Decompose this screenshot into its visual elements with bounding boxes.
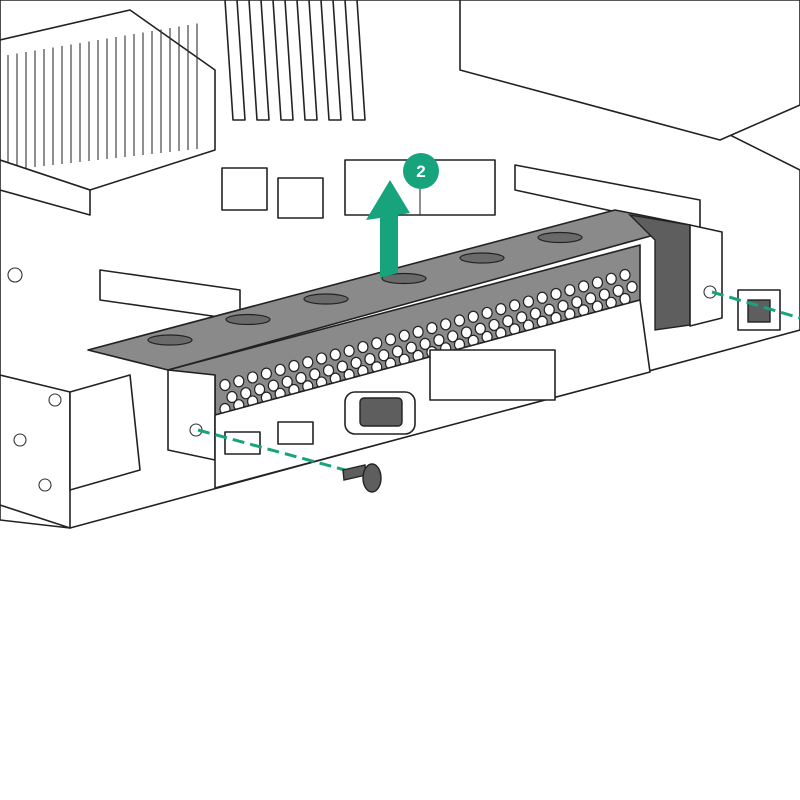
vent-hole <box>543 303 555 316</box>
vent-hole <box>398 329 410 342</box>
up-arrow-icon <box>366 180 410 278</box>
vent-hole <box>619 268 631 282</box>
dimm-slot <box>320 0 342 121</box>
vent-hole <box>571 296 583 309</box>
vent-hole <box>315 352 328 365</box>
vent-hole <box>357 340 369 354</box>
vent-hole <box>474 322 486 335</box>
dimm-slot <box>248 0 270 121</box>
vent-hole <box>384 333 397 346</box>
vent-hole <box>336 360 348 373</box>
vent-hole <box>253 383 266 396</box>
vent-hole <box>343 344 355 357</box>
vent-hole <box>246 371 259 384</box>
rear-io-panel <box>214 289 781 489</box>
vent-hole <box>529 307 542 320</box>
dimm-slot <box>296 0 318 121</box>
board-connectors <box>7 0 800 321</box>
retention-tab <box>303 293 349 305</box>
heatsink-icon <box>0 9 216 216</box>
vent-hole <box>564 284 576 297</box>
vent-hole <box>516 311 528 324</box>
vent-hole <box>467 310 479 323</box>
vent-hole <box>329 348 341 361</box>
vent-hole <box>460 326 473 339</box>
vent-hole <box>495 303 507 316</box>
vent-hole <box>481 306 493 320</box>
vent-hole <box>605 272 617 285</box>
vent-hole <box>598 288 611 301</box>
vent-hole <box>550 287 562 301</box>
vent-hole <box>536 291 548 304</box>
vent-hole <box>502 315 514 328</box>
vent-hole <box>302 356 314 369</box>
vent-hole <box>288 359 300 373</box>
vent-hole <box>240 387 252 400</box>
vga-port-icon <box>344 391 416 435</box>
vent-hole <box>419 337 431 350</box>
vent-hole <box>226 390 238 404</box>
vent-hole <box>591 276 604 289</box>
vent-hole <box>626 280 638 294</box>
retention-tab <box>225 313 271 326</box>
vent-hole <box>260 367 272 380</box>
vent-hole <box>557 299 569 313</box>
vent-hole <box>426 322 438 335</box>
vent-hole <box>309 368 321 381</box>
dimm-slot <box>344 0 366 121</box>
step-number: 2 <box>416 162 425 181</box>
vent-hole <box>274 363 286 376</box>
retention-tab <box>537 231 583 244</box>
vent-hole <box>522 295 535 308</box>
vent-hole <box>612 284 624 297</box>
vent-hole <box>412 325 424 338</box>
vent-hole <box>267 379 279 392</box>
dimm-slots-icon <box>224 0 366 121</box>
retention-tab <box>147 334 193 346</box>
dimm-slot <box>224 0 246 121</box>
retention-tab <box>459 252 505 264</box>
screw-icon <box>342 463 382 493</box>
vent-hole <box>233 375 245 388</box>
vent-hole <box>440 318 452 331</box>
vent-hole <box>453 314 466 327</box>
vent-hole <box>378 349 390 362</box>
vent-hole <box>371 337 383 350</box>
vent-hole <box>488 318 500 332</box>
alignment-guide-lines <box>197 290 800 472</box>
vent-hole <box>585 292 597 305</box>
vent-hole <box>322 364 335 377</box>
vent-hole <box>364 352 376 366</box>
vent-hole <box>295 371 307 385</box>
vent-hole <box>433 334 445 347</box>
vent-hole <box>405 341 417 354</box>
vent-hole <box>350 356 362 369</box>
vent-hole <box>281 375 293 388</box>
vent-hole <box>391 345 404 358</box>
vent-hole <box>509 299 521 312</box>
vent-hole <box>219 378 231 392</box>
vent-hole <box>578 280 590 293</box>
dimm-slot <box>272 0 294 121</box>
step-badge: 2 <box>403 153 439 189</box>
retention-tab <box>381 272 427 285</box>
vent-hole <box>447 330 459 343</box>
